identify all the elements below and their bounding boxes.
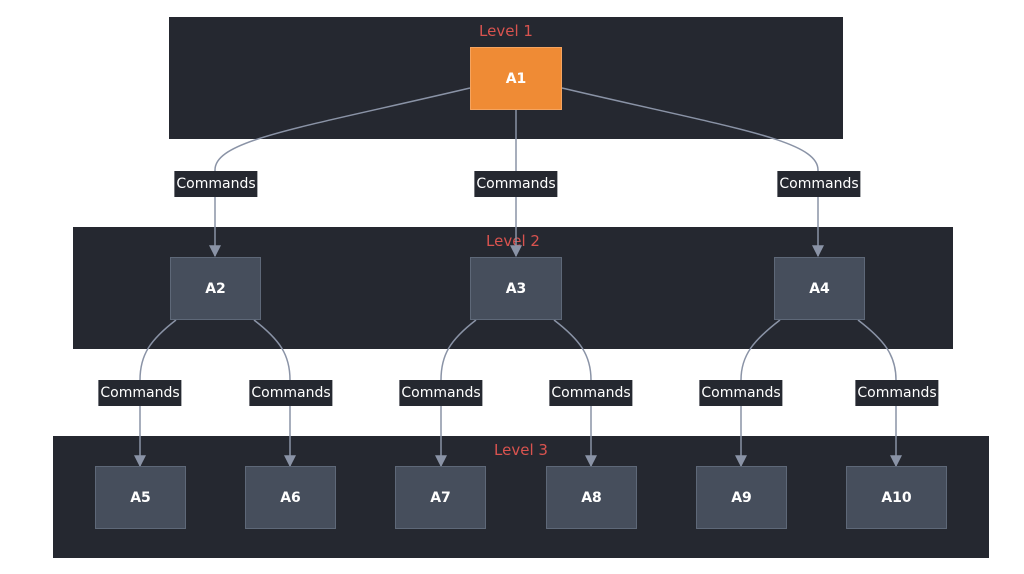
node-a4[interactable]: A4: [774, 257, 865, 320]
edge-a2-a5: [134, 319, 177, 468]
node-a3[interactable]: A3: [470, 257, 562, 320]
node-a1[interactable]: A1: [470, 47, 562, 110]
level-3-title: Level 3: [494, 441, 548, 459]
edge-label-a2-a5: Commands: [98, 380, 182, 406]
node-a2[interactable]: A2: [170, 257, 261, 320]
edge-a1-a2: [209, 87, 471, 258]
node-a9[interactable]: A9: [696, 466, 787, 529]
level-3-group: Level 3: [53, 436, 989, 558]
edge-label-a2-a6: Commands: [249, 380, 333, 406]
edge-label-a1-a4: Commands: [777, 171, 861, 197]
edge-a1-a4: [561, 87, 824, 258]
edge-label-a4-a10: Commands: [855, 380, 939, 406]
edge-label-a4-a9: Commands: [699, 380, 783, 406]
edge-label-a3-a7: Commands: [399, 380, 483, 406]
node-a5[interactable]: A5: [95, 466, 186, 529]
edge-a4-a10: [857, 319, 902, 468]
level-1-title: Level 1: [479, 22, 533, 40]
edge-label-a1-a3: Commands: [474, 171, 558, 197]
edge-a4-a9: [735, 319, 781, 468]
node-a8[interactable]: A8: [546, 466, 637, 529]
level-2-title: Level 2: [486, 232, 540, 250]
node-a7[interactable]: A7: [395, 466, 486, 529]
node-a6[interactable]: A6: [245, 466, 336, 529]
edge-a3-a8: [553, 319, 597, 468]
node-a10[interactable]: A10: [846, 466, 947, 529]
edge-label-a1-a2: Commands: [174, 171, 258, 197]
edge-a3-a7: [435, 319, 477, 468]
edge-a2-a6: [253, 319, 296, 468]
edge-label-a3-a8: Commands: [549, 380, 633, 406]
